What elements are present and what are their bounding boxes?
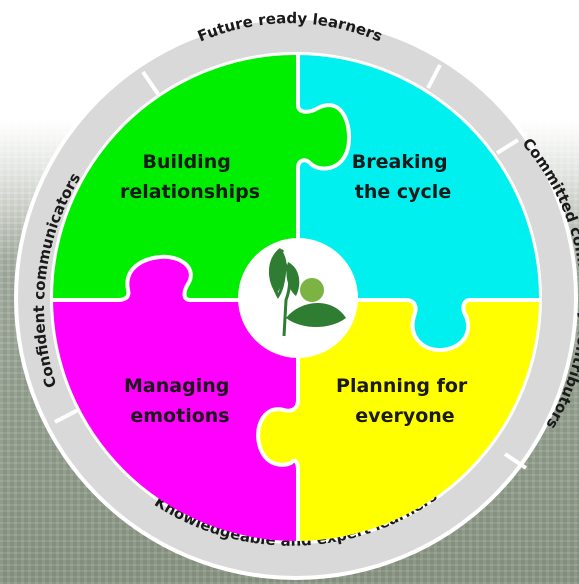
label-planning-for-everyone: Planning for everyone [336,375,474,427]
label-breaking-the-cycle: Breaking the cycle [352,151,454,203]
leaf-logo-icon [268,248,346,337]
label-managing-emotions: Managing emotions [124,375,236,427]
label-building-relationships: Building relationships [120,151,260,203]
center-logo [238,238,358,358]
